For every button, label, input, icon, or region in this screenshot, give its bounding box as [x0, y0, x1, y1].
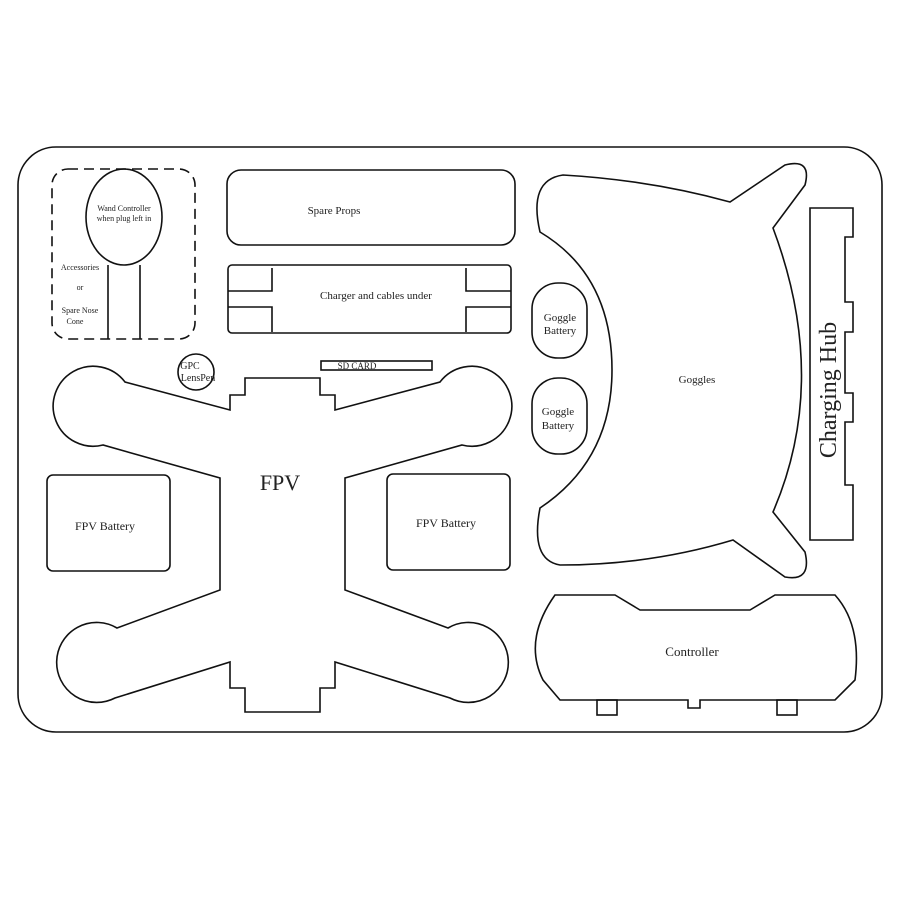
fpv-battery-right-slot: FPV Battery — [386, 473, 511, 571]
fpv-battery-left-slot: FPV Battery — [46, 474, 171, 572]
accessories-label-3: Spare Nose — [62, 306, 99, 315]
spare-props-slot: Spare Props — [226, 169, 516, 246]
charger-slot: Charger and cables under — [227, 264, 512, 334]
accessories-label-2: or — [77, 283, 84, 292]
accessories-label-1: Accessories — [61, 263, 99, 272]
accessories-compartment: Wand Controller when plug left in Access… — [51, 168, 196, 340]
goggle-battery-2-label-1: Goggle — [542, 406, 575, 418]
sd-card-slot: SD CARD — [320, 360, 433, 371]
wand-label-2: when plug left in — [97, 214, 151, 223]
gpc-lenspen-slot: GPC LensPen — [177, 353, 215, 391]
wand-controller-slot — [85, 168, 163, 266]
goggle-battery-1-label-2: Battery — [544, 325, 577, 337]
fpv-battery-right-label: FPV Battery — [416, 516, 476, 530]
charging-hub-label: Charging Hub — [816, 322, 842, 458]
case-outline — [17, 146, 883, 733]
spare-props-label: Spare Props — [308, 205, 361, 217]
accessories-label-4: Cone — [67, 317, 84, 326]
charger-label: Charger and cables under — [320, 290, 432, 302]
controller-label: Controller — [665, 644, 719, 659]
charging-hub-slot: Charging Hub — [809, 207, 854, 541]
gpc-label: GPC — [180, 361, 200, 372]
goggle-battery-2-slot: Goggle Battery — [531, 377, 588, 455]
controller-slot: Controller — [534, 594, 858, 716]
goggle-battery-1-slot: Goggle Battery — [531, 282, 588, 359]
lenspen-label: LensPen — [181, 373, 215, 384]
controller-tab-left — [596, 699, 618, 716]
sd-card-label: SD CARD — [338, 361, 377, 371]
wand-handle — [107, 265, 141, 339]
goggles-label: Goggles — [679, 374, 716, 386]
controller-tab-right — [776, 699, 798, 716]
goggle-battery-2-label-2: Battery — [542, 420, 575, 432]
goggles-slot: Goggles — [536, 162, 808, 579]
fpv-battery-left-label: FPV Battery — [75, 519, 135, 533]
fpv-label: FPV — [260, 470, 300, 495]
goggle-battery-1-label-1: Goggle — [544, 312, 577, 324]
wand-label-1: Wand Controller — [97, 204, 151, 213]
fpv-drone-slot: FPV — [52, 365, 513, 713]
